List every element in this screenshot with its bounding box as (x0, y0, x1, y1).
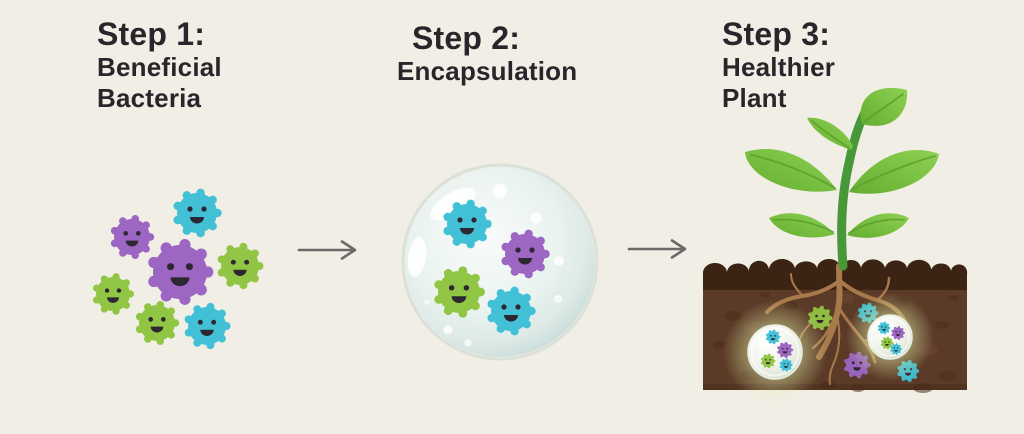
right-arrow-icon (627, 239, 687, 259)
teal-bacterium (173, 188, 222, 238)
step2-heading: Step 2: (412, 20, 521, 56)
green-bacterium (93, 273, 134, 315)
step2-title: Step 2: Encapsulation (397, 20, 577, 87)
purple-bacterium (148, 239, 214, 305)
step1-line2: Bacteria (97, 83, 202, 113)
green-bacterium (217, 242, 264, 290)
step1-heading: Step 1: (97, 16, 206, 52)
right-arrow-icon (297, 240, 357, 260)
step3-title: Step 3: Healthier Plant (722, 16, 835, 114)
bubble-outer-ring (401, 163, 599, 361)
plant (745, 88, 939, 271)
glowing-capsule-right (846, 293, 934, 381)
step3-heading: Step 3: (722, 16, 831, 52)
step2-line1: Encapsulation (397, 56, 578, 86)
step3-line2: Plant (722, 83, 787, 113)
bacteria-cluster (93, 188, 264, 350)
teal-bacterium (184, 302, 231, 350)
soil-crust (702, 258, 968, 290)
leaf-veins (750, 93, 936, 234)
step3-line1: Healthier (722, 52, 836, 82)
step1-title: Step 1: Beneficial Bacteria (97, 16, 222, 114)
glowing-capsule-left (723, 300, 827, 404)
plant-soil-illustration (702, 88, 968, 404)
step1-line1: Beneficial (97, 52, 222, 82)
purple-bacterium (110, 215, 155, 259)
encapsulation-bubble-illustration (401, 163, 599, 361)
green-bacterium (135, 301, 180, 345)
bacteria-cluster-illustration (93, 188, 264, 350)
bubble-highlights (407, 184, 564, 347)
